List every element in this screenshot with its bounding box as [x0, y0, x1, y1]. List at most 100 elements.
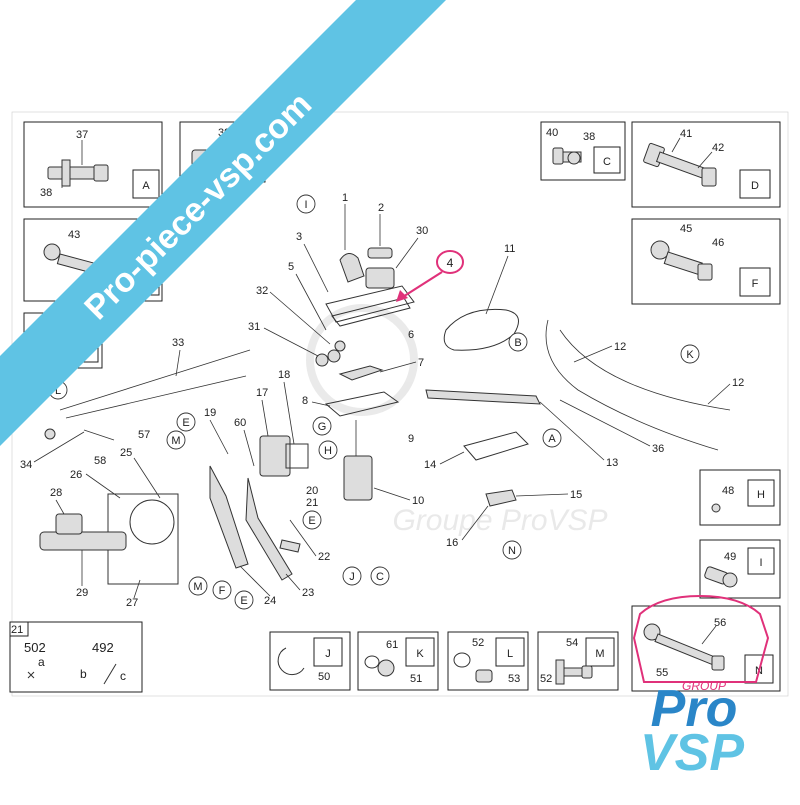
part-number-29: 29	[76, 587, 88, 599]
part-number-34: 34	[20, 459, 32, 471]
part-number-50: 50	[318, 671, 330, 683]
part-number-28: 28	[50, 487, 62, 499]
ref-circle-i: I	[304, 199, 307, 211]
part-number-31: 31	[248, 321, 260, 333]
detail-box-f: F 45 46	[631, 218, 781, 305]
part-number-33: 33	[172, 337, 184, 349]
detail-letter-k: K	[416, 648, 424, 660]
brand-logo-vsp: VSP	[640, 724, 744, 782]
part-number-38: 38	[40, 187, 52, 199]
part-number-38b: 38	[583, 131, 595, 143]
ref-circle-b: B	[514, 337, 521, 349]
part-number-21: 21	[306, 497, 318, 509]
part-number-61: 61	[386, 639, 398, 651]
brand-logo: GROUP Pro VSP	[632, 594, 770, 782]
part-number-52: 52	[472, 637, 484, 649]
detail-box-d: D 41 42	[631, 121, 781, 208]
detail-box-m: M 54 52	[537, 631, 619, 691]
ref-circle-a: A	[548, 433, 556, 445]
ref-circle-n: N	[508, 545, 516, 557]
legend-item-492: 492	[92, 640, 114, 655]
detail-letter-i: I	[759, 557, 762, 569]
detail-letter-j: J	[325, 648, 331, 660]
part-number-23: 23	[302, 587, 314, 599]
detail-letter-h: H	[757, 489, 765, 501]
center-watermark-text: Groupe ProVSP	[392, 504, 607, 537]
highlight-label: 4	[447, 256, 454, 270]
part-number-57: 57	[138, 429, 150, 441]
part-number-2: 2	[378, 202, 384, 214]
detail-letter-d: D	[751, 180, 759, 192]
part-number-40: 40	[546, 127, 558, 139]
ref-circle-e-2: E	[240, 595, 247, 607]
detail-box-l: L 52 53	[447, 631, 529, 691]
detail-box-n: N 56 55	[631, 605, 781, 692]
part-number-26: 26	[70, 469, 82, 481]
part-number-45: 45	[680, 223, 692, 235]
legend-box: 21 502 492 a b c	[9, 621, 143, 693]
part-number-19: 19	[204, 407, 216, 419]
ref-circle-m-2: M	[193, 581, 202, 593]
part-number-1: 1	[342, 192, 348, 204]
ref-circle-h: H	[324, 445, 332, 457]
ref-circle-e-1: E	[182, 417, 189, 429]
part-number-51: 51	[410, 673, 422, 685]
detail-box-a: A 37 38	[23, 121, 163, 208]
detail-letter-a: A	[142, 180, 150, 192]
ref-circle-m-1: M	[171, 435, 180, 447]
detail-letter-c: C	[603, 156, 611, 168]
legend-sub-a: a	[38, 655, 45, 669]
part-number-60: 60	[234, 417, 246, 429]
legend-sub-c: c	[120, 669, 126, 683]
part-number-20: 20	[306, 485, 318, 497]
part-number-5: 5	[288, 261, 294, 273]
part-number-11: 11	[504, 243, 515, 255]
ref-circle-k: K	[686, 349, 694, 361]
legend-title: 21	[11, 624, 23, 636]
part-number-15: 15	[570, 489, 582, 501]
part-number-30: 30	[416, 225, 428, 237]
detail-box-k: K 61 51	[357, 631, 439, 691]
detail-letter-f: F	[752, 278, 759, 290]
part-number-14: 14	[424, 459, 436, 471]
detail-box-i: I 49	[699, 539, 781, 599]
part-number-6: 6	[408, 329, 414, 341]
ref-circle-f: F	[219, 585, 226, 597]
ref-circle-c: C	[376, 571, 384, 583]
brand-logo-tag: GROUP	[682, 679, 726, 693]
part-number-53: 53	[508, 673, 520, 685]
part-number-9: 9	[408, 433, 414, 445]
center-watermark: Groupe ProVSP	[306, 304, 608, 537]
part-number-18: 18	[278, 369, 290, 381]
part-number-10: 10	[412, 495, 424, 507]
part-number-36: 36	[652, 443, 664, 455]
part-number-3: 3	[296, 231, 302, 243]
legend-item-502: 502	[24, 640, 46, 655]
ref-circle-j: J	[349, 571, 355, 583]
detail-box-j: J 50	[269, 631, 351, 691]
part-number-13: 13	[606, 457, 618, 469]
part-number-58: 58	[94, 455, 106, 467]
highlight-part-4: 4	[396, 250, 464, 302]
part-number-8: 8	[302, 395, 308, 407]
part-number-56: 56	[714, 617, 726, 629]
part-number-16: 16	[446, 537, 458, 549]
part-number-17: 17	[256, 387, 268, 399]
brand-logo-pro: Pro	[651, 680, 738, 738]
circle-refs: I B K L G H E M A N J C F E E M	[48, 194, 700, 610]
part-number-37: 37	[76, 129, 88, 141]
part-number-43: 43	[68, 229, 80, 241]
ref-circle-e-3: E	[308, 515, 315, 527]
part-number-52b: 52	[540, 673, 552, 685]
part-number-46: 46	[712, 237, 724, 249]
part-number-42: 42	[712, 142, 724, 154]
detail-box-c: C 40 38	[540, 121, 626, 181]
part-number-24: 24	[264, 595, 276, 607]
legend-sub-b: b	[80, 667, 87, 681]
part-number-22: 22	[318, 551, 330, 563]
part-number-41: 41	[680, 128, 692, 140]
part-number-12: 12	[614, 341, 626, 353]
detail-box-h: H 48	[699, 469, 781, 526]
